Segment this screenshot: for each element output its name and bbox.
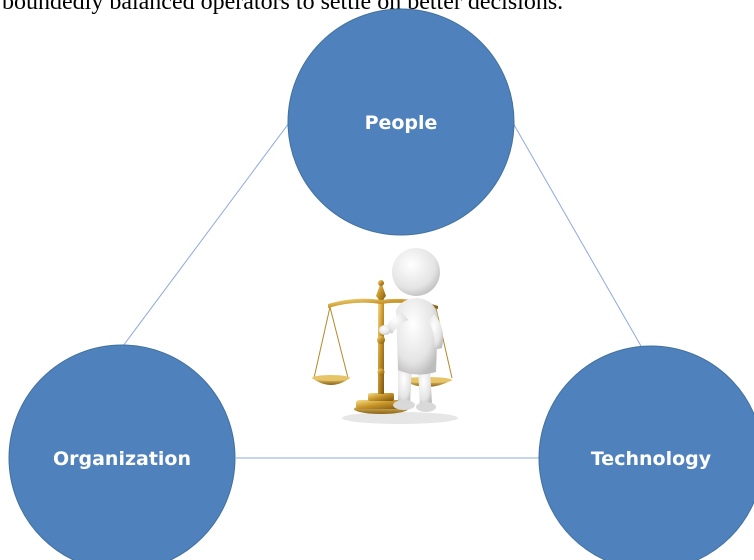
node-people-label: People <box>365 112 438 134</box>
node-technology: Technology <box>538 345 754 560</box>
connector-people-organization <box>122 122 290 347</box>
node-organization: Organization <box>8 344 236 560</box>
node-organization-circle <box>8 344 236 560</box>
connector-people-technology <box>512 122 642 347</box>
node-technology-circle <box>538 345 754 560</box>
node-people: People <box>287 8 515 236</box>
node-technology-label: Technology <box>591 448 712 470</box>
node-organization-label: Organization <box>53 448 191 470</box>
person-with-balance-scale-icon <box>312 248 458 424</box>
node-people-circle <box>287 8 515 236</box>
